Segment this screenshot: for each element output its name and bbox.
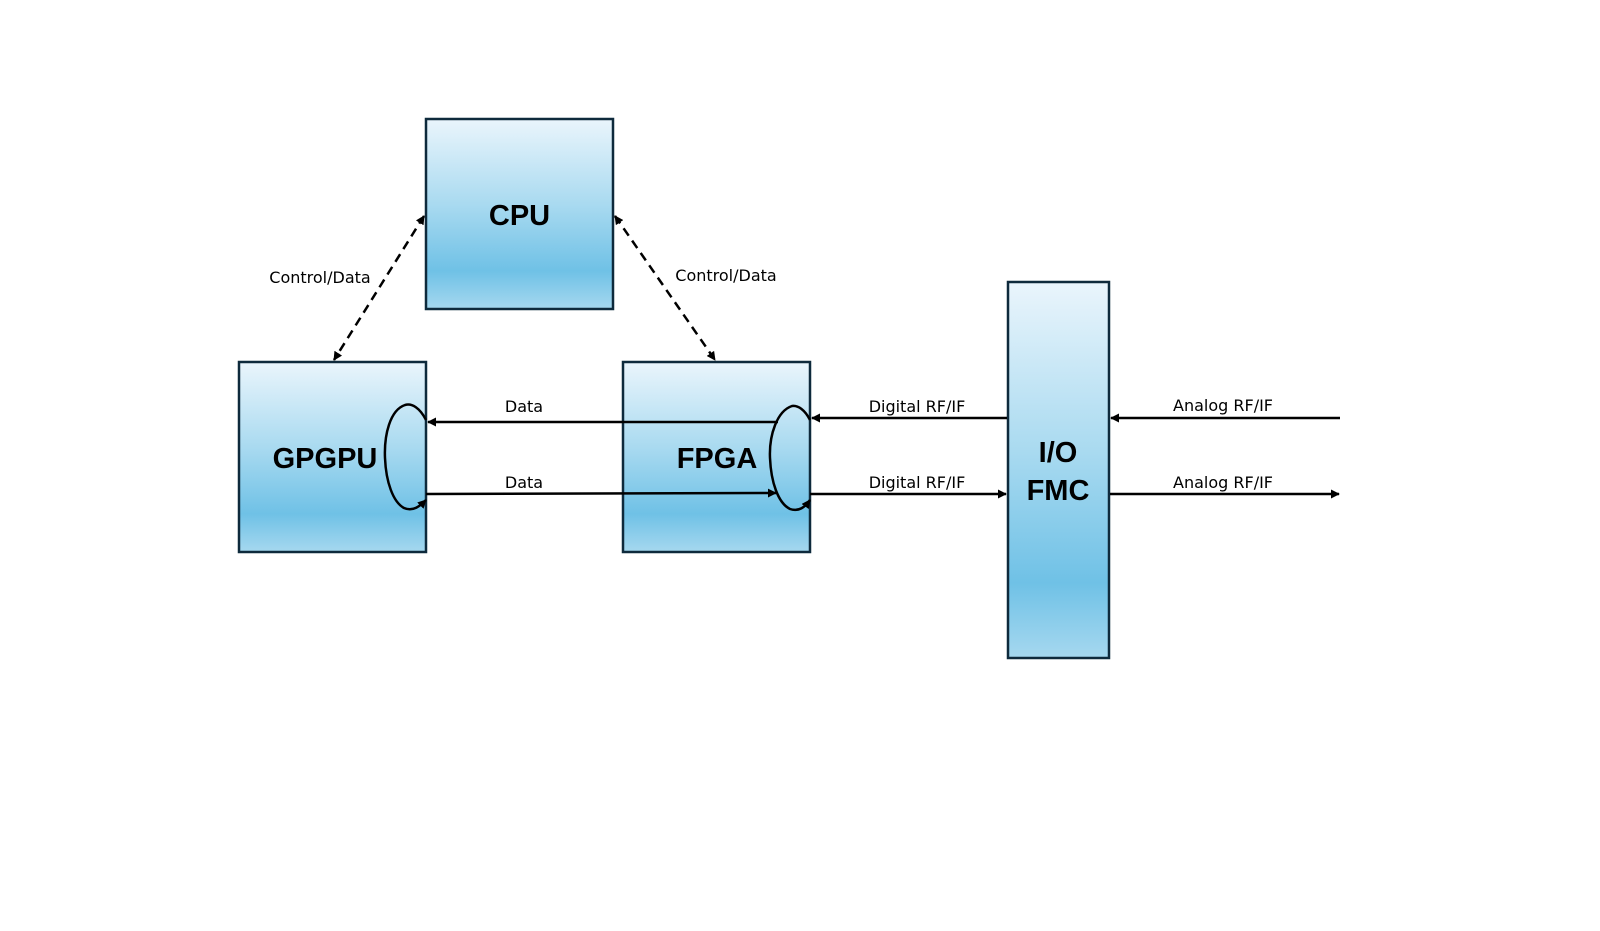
edge-label-fpga-to-gpgpu: Data xyxy=(505,397,543,416)
edge-label-iofmc-to-fpga: Digital RF/IF xyxy=(869,397,966,416)
io-fmc-label-line1: I/O xyxy=(1039,437,1078,469)
edge-fpga-to-gpgpu: Data xyxy=(427,397,778,427)
gpgpu-loop xyxy=(383,403,428,511)
fpga-label: FPGA xyxy=(677,443,758,475)
gpgpu-node: GPGPU xyxy=(237,360,428,554)
edge-label-fpga-to-iofmc: Digital RF/IF xyxy=(869,473,966,492)
dashed-arrow-cpu-fpga xyxy=(613,215,717,361)
gpgpu-loop-arrow xyxy=(383,403,428,511)
io-fmc-label-line2: FMC xyxy=(1027,475,1090,507)
cpu-label: CPU xyxy=(489,200,550,232)
edge-iofmc-to-fpga: Digital RF/IF xyxy=(811,397,1007,423)
edge-gpgpu-to-fpga: Data xyxy=(425,473,777,498)
cpu-box xyxy=(424,117,615,311)
edge-label-cpu-fpga: Control/Data xyxy=(675,266,776,285)
edge-label-external-to-iofmc: Analog RF/IF xyxy=(1173,396,1273,415)
io-fmc-box xyxy=(1006,280,1111,660)
edge-label-iofmc-to-external: Analog RF/IF xyxy=(1173,473,1273,492)
dashed-arrow-cpu-gpgpu xyxy=(332,215,426,361)
gpgpu-label: GPGPU xyxy=(273,443,378,475)
edge-label-cpu-gpgpu: Control/Data xyxy=(269,268,370,287)
fpga-loop-arrow xyxy=(768,404,812,512)
edge-label-gpgpu-to-fpga: Data xyxy=(505,473,543,492)
edge-cpu-fpga: Control/Data xyxy=(613,215,777,361)
fpga-node: FPGA xyxy=(621,360,812,554)
edge-external-to-iofmc: Analog RF/IF xyxy=(1110,396,1340,423)
edge-fpga-to-iofmc: Digital RF/IF xyxy=(810,473,1007,499)
fpga-loop xyxy=(768,404,812,512)
io-fmc-node: I/O FMC xyxy=(1006,280,1111,660)
arrow-gpgpu-to-fpga xyxy=(425,488,777,498)
edge-iofmc-to-external: Analog RF/IF xyxy=(1110,473,1340,499)
fpga-box xyxy=(621,360,812,554)
cpu-node: CPU xyxy=(424,117,615,311)
edge-cpu-gpgpu: Control/Data xyxy=(269,215,426,361)
gpgpu-box xyxy=(237,360,428,554)
